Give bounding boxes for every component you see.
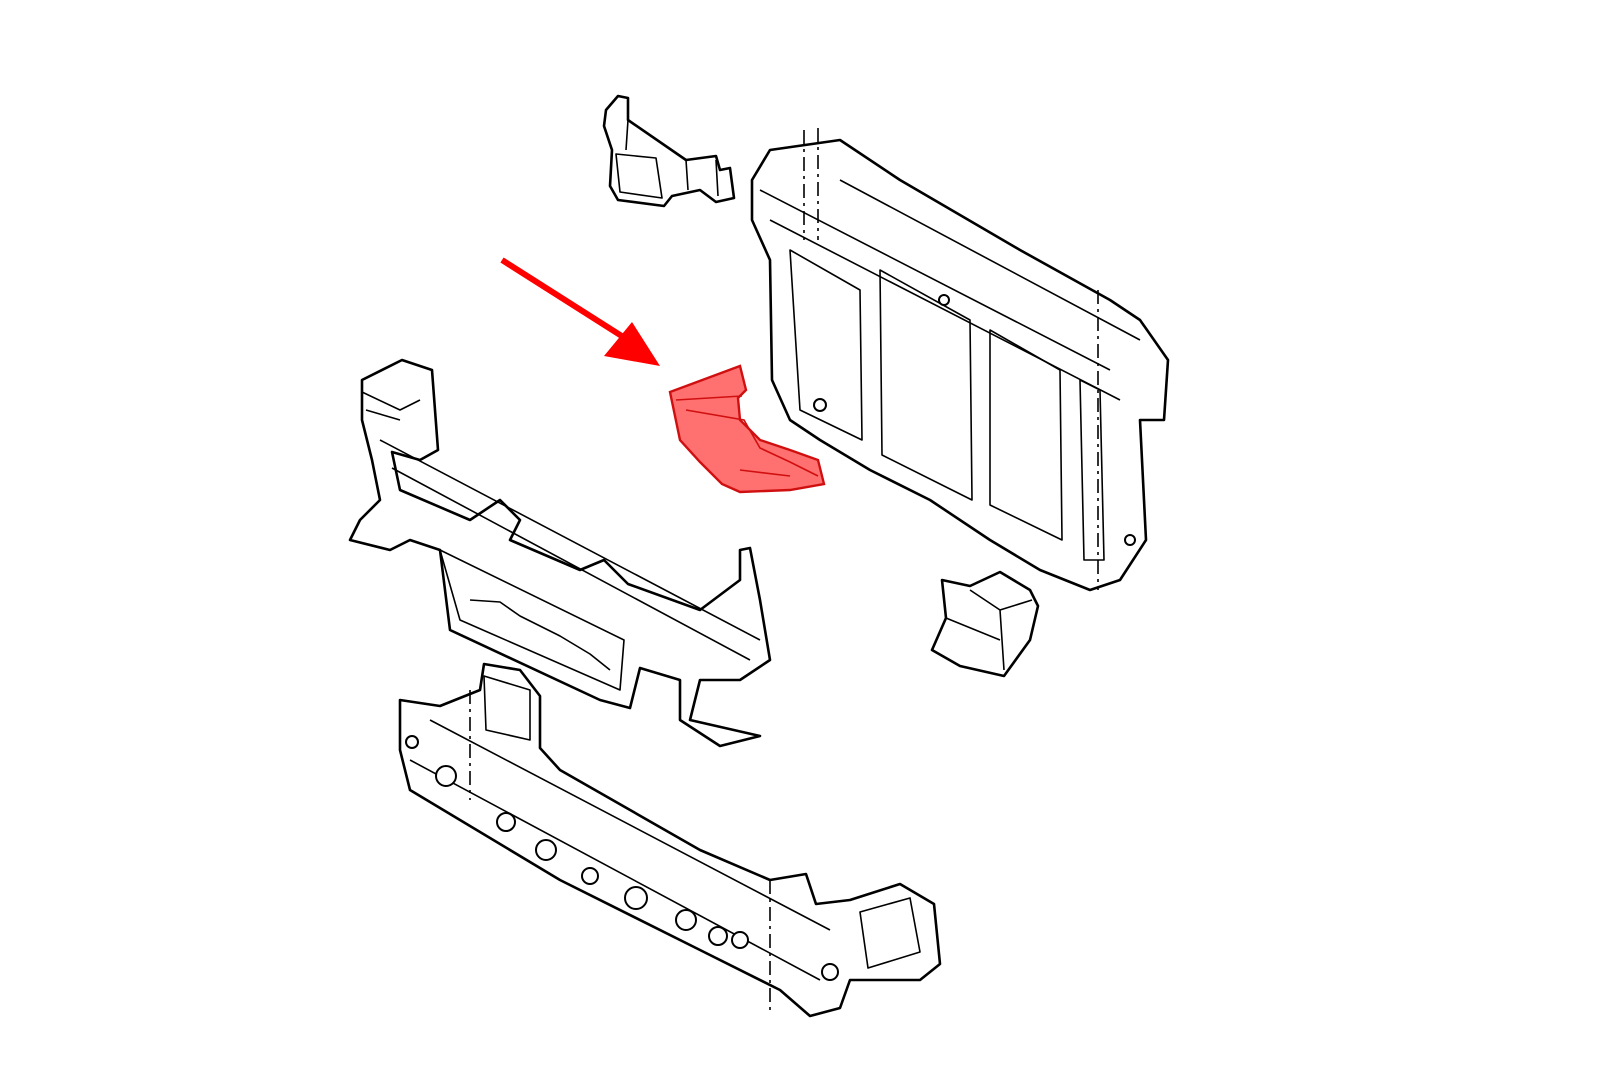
bumper-reinforcement	[398, 662, 942, 1018]
radiator-core-support	[750, 128, 1170, 592]
arrow-icon	[500, 257, 660, 366]
highlighted-part	[668, 364, 826, 494]
upper-bracket	[602, 94, 736, 208]
air-deflector	[930, 570, 1040, 678]
bumper-fascia-support	[348, 358, 772, 748]
